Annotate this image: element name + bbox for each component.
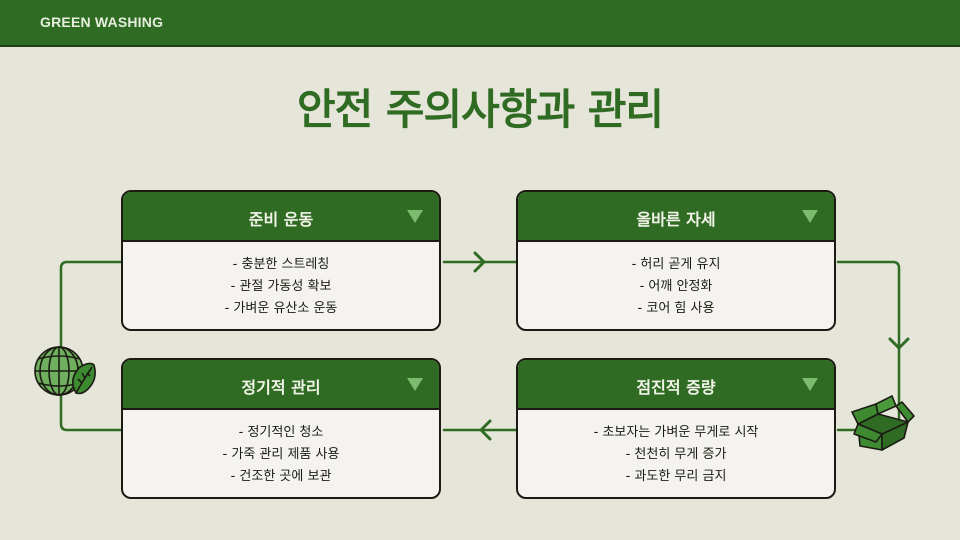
list-item: - 어깨 안정화 — [639, 279, 713, 294]
triangle-down-icon[interactable] — [802, 210, 818, 223]
step-card-maintenance: 정기적 관리 - 정기적인 청소 - 가죽 관리 제품 사용 - 건조한 곳에 … — [121, 358, 441, 499]
arrow-left-icon — [479, 419, 492, 441]
step-card-progressive-load: 점진적 증량 - 초보자는 가벼운 무게로 시작 - 천천히 무게 증가 - 과… — [516, 358, 836, 499]
list-item: - 천천히 무게 증가 — [625, 447, 727, 462]
list-item: - 과도한 무리 금지 — [625, 469, 727, 484]
open-box-icon — [851, 395, 915, 451]
card-header[interactable]: 정기적 관리 — [123, 360, 439, 410]
list-item: - 초보자는 가벼운 무게로 시작 — [593, 425, 759, 440]
card-header[interactable]: 올바른 자세 — [518, 192, 834, 242]
card-title: 점진적 증량 — [636, 378, 716, 397]
list-item: - 가죽 관리 제품 사용 — [222, 447, 340, 462]
card-body: - 초보자는 가벼운 무게로 시작 - 천천히 무게 증가 - 과도한 무리 금… — [518, 410, 834, 488]
card-header[interactable]: 준비 운동 — [123, 192, 439, 242]
list-item: - 허리 곧게 유지 — [631, 257, 721, 272]
step-card-warmup: 준비 운동 - 충분한 스트레칭 - 관절 가동성 확보 - 가벼운 유산소 운… — [121, 190, 441, 331]
list-item: - 정기적인 청소 — [238, 425, 324, 440]
arrow-right-icon — [473, 251, 486, 273]
globe-leaf-icon — [34, 346, 96, 396]
card-title: 정기적 관리 — [241, 378, 321, 397]
step-card-posture: 올바른 자세 - 허리 곧게 유지 - 어깨 안정화 - 코어 힘 사용 — [516, 190, 836, 331]
card-header[interactable]: 점진적 증량 — [518, 360, 834, 410]
arrow-down-icon — [888, 337, 910, 350]
list-item: - 건조한 곳에 보관 — [230, 469, 332, 484]
triangle-down-icon[interactable] — [802, 378, 818, 391]
card-title: 올바른 자세 — [636, 210, 716, 229]
list-item: - 관절 가동성 확보 — [230, 279, 332, 294]
card-body: - 충분한 스트레칭 - 관절 가동성 확보 - 가벼운 유산소 운동 — [123, 242, 439, 320]
card-title: 준비 운동 — [248, 210, 314, 229]
list-item: - 충분한 스트레칭 — [232, 257, 330, 272]
top-bar: GREEN WASHING — [0, 0, 960, 47]
card-body: - 허리 곧게 유지 - 어깨 안정화 - 코어 힘 사용 — [518, 242, 834, 320]
triangle-down-icon[interactable] — [407, 210, 423, 223]
list-item: - 가벼운 유산소 운동 — [224, 301, 338, 316]
brand-label: GREEN WASHING — [40, 14, 164, 30]
card-body: - 정기적인 청소 - 가죽 관리 제품 사용 - 건조한 곳에 보관 — [123, 410, 439, 488]
page-title: 안전 주의사항과 관리 — [296, 85, 664, 134]
list-item: - 코어 힘 사용 — [637, 301, 715, 316]
triangle-down-icon[interactable] — [407, 378, 423, 391]
